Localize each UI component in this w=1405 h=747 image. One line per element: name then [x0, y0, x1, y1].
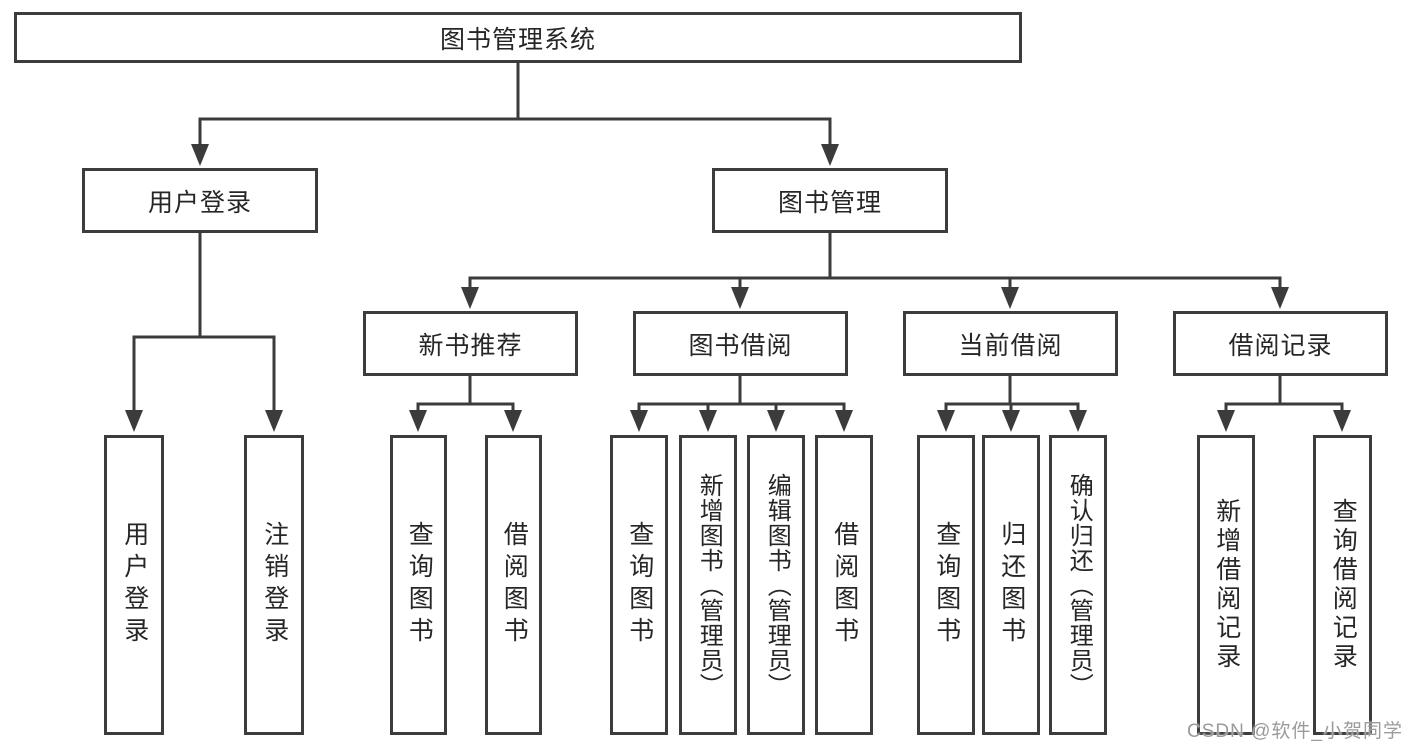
node-book-management: 图书管理 — [712, 168, 948, 233]
csdn-watermark: CSDN @软件_小贺同学 — [1187, 721, 1403, 742]
node-new-book-recommend-label: 新书推荐 — [418, 331, 523, 360]
leaf-borrow-add-books-admin: 新增图书（管理员） — [679, 435, 737, 735]
leaf-current-confirm-return-admin-label: 确认归还（管理员） — [1065, 472, 1093, 698]
node-book-borrow-label: 图书借阅 — [688, 331, 793, 360]
node-book-borrow: 图书借阅 — [633, 311, 848, 376]
leaf-newbook-query-books: 查询图书 — [390, 435, 447, 735]
leaf-record-query-record: 查询借阅记录 — [1313, 435, 1372, 735]
node-user-login-label: 用户登录 — [147, 188, 252, 217]
leaf-newbook-query-books-label: 查询图书 — [405, 521, 434, 649]
leaf-borrow-query-books: 查询图书 — [610, 435, 668, 735]
leaf-record-query-record-label: 查询借阅记录 — [1329, 498, 1358, 672]
node-new-book-recommend: 新书推荐 — [363, 311, 578, 376]
leaf-newbook-borrow-books: 借阅图书 — [485, 435, 542, 735]
node-user-login: 用户登录 — [82, 168, 318, 233]
arrowhead-icons — [125, 144, 1351, 432]
node-book-management-label: 图书管理 — [777, 188, 882, 217]
leaf-borrow-edit-books-admin-label: 编辑图书（管理员） — [763, 472, 791, 698]
leaf-logout-label: 注销登录 — [260, 521, 289, 649]
leaf-current-query-books: 查询图书 — [917, 435, 975, 735]
node-current-borrow-label: 当前借阅 — [958, 331, 1063, 360]
leaf-current-return-books-label: 归还图书 — [997, 521, 1026, 649]
leaf-borrow-query-books-label: 查询图书 — [625, 521, 654, 649]
leaf-user-login: 用户登录 — [104, 435, 164, 735]
leaf-current-confirm-return-admin: 确认归还（管理员） — [1049, 435, 1107, 735]
leaf-record-add-record-label: 新增借阅记录 — [1212, 498, 1241, 672]
node-borrow-record-label: 借阅记录 — [1228, 331, 1333, 360]
leaf-borrow-borrow-books: 借阅图书 — [815, 435, 873, 735]
leaf-borrow-borrow-books-label: 借阅图书 — [830, 521, 859, 649]
leaf-borrow-add-books-admin-label: 新增图书（管理员） — [695, 472, 723, 698]
node-borrow-record: 借阅记录 — [1173, 311, 1388, 376]
leaf-user-login-label: 用户登录 — [120, 521, 149, 649]
leaf-record-add-record: 新增借阅记录 — [1197, 435, 1255, 735]
leaf-current-return-books: 归还图书 — [982, 435, 1040, 735]
leaf-newbook-borrow-books-label: 借阅图书 — [500, 521, 529, 649]
leaf-current-query-books-label: 查询图书 — [932, 521, 961, 649]
node-root: 图书管理系统 — [14, 12, 1022, 63]
node-root-label: 图书管理系统 — [439, 25, 596, 54]
leaf-logout: 注销登录 — [244, 435, 304, 735]
leaf-borrow-edit-books-admin: 编辑图书（管理员） — [747, 435, 805, 735]
node-current-borrow: 当前借阅 — [903, 311, 1118, 376]
